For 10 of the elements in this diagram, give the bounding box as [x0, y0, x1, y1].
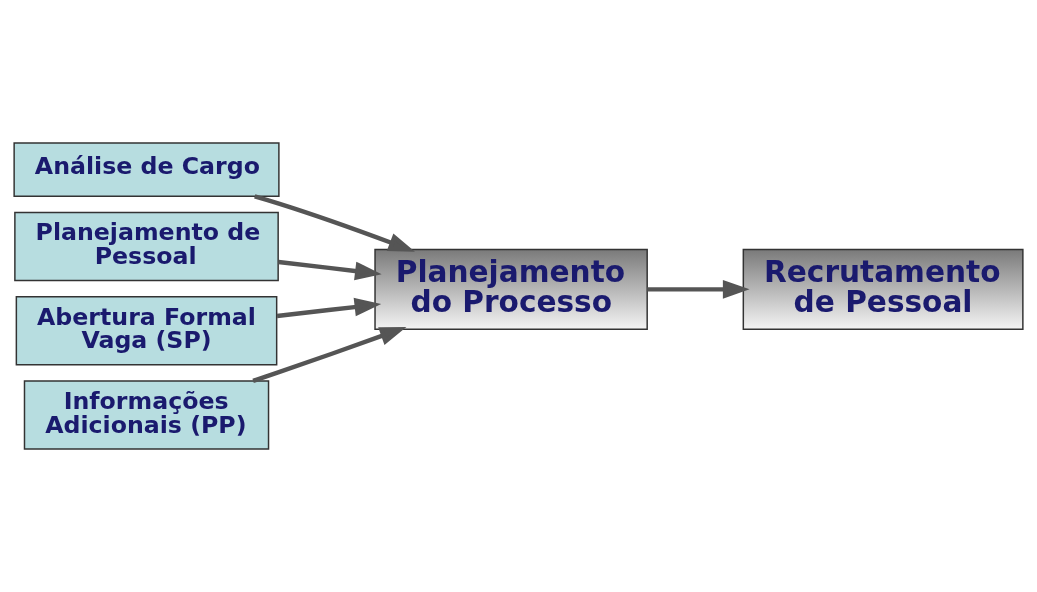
arrow: [647, 280, 750, 299]
node-box: Informações Adicionais (PP): [23, 380, 270, 450]
arrow: [276, 297, 382, 319]
arrow: [278, 259, 382, 281]
node-box: Análise de Cargo: [13, 142, 280, 197]
node-box: Recrutamento de Pessoal: [742, 248, 1024, 330]
node-box: Planejamento de Pessoal: [14, 211, 279, 282]
node-box: Abertura Formal Vaga (SP): [15, 296, 278, 366]
node-box: Planejamento do Processo: [374, 248, 648, 330]
arrow: [252, 327, 407, 383]
